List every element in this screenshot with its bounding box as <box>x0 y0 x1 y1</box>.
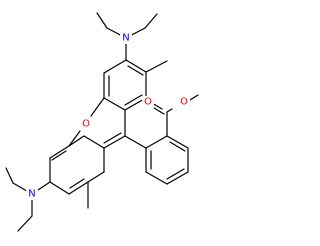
bond <box>166 135 189 149</box>
bond <box>166 108 173 113</box>
bond <box>145 60 168 73</box>
bond <box>145 171 168 185</box>
bond <box>90 97 105 117</box>
chemical-structure: N O O O N <box>5 12 199 232</box>
atom-labels: N O O O N <box>26 32 190 200</box>
bond <box>96 12 108 29</box>
oxygen-atom-ring: O <box>82 119 90 130</box>
bonds <box>5 12 199 232</box>
bond <box>17 215 33 232</box>
bond <box>127 65 144 76</box>
bond <box>68 135 85 147</box>
bond <box>145 135 168 149</box>
bond <box>103 97 126 111</box>
bond <box>125 59 147 73</box>
bond <box>69 178 85 189</box>
nitrogen-atom-bottom: N <box>28 189 35 200</box>
bond <box>153 107 165 115</box>
bond <box>124 94 143 106</box>
nitrogen-atom-top: N <box>122 33 129 44</box>
bond <box>103 59 127 74</box>
bond <box>166 168 185 180</box>
oxygen-atom-carbonyl: O <box>144 97 152 108</box>
bond <box>189 94 199 101</box>
oxygen-atom-ester: O <box>180 97 188 108</box>
bond <box>103 135 126 149</box>
bond <box>5 167 14 184</box>
bond <box>124 135 147 149</box>
bond <box>68 130 81 147</box>
bond <box>83 135 105 149</box>
bond <box>68 181 89 195</box>
bond <box>166 171 189 185</box>
bond <box>51 150 67 161</box>
bond <box>144 13 158 29</box>
bond <box>49 181 70 195</box>
bond <box>103 132 122 144</box>
bond <box>87 171 105 183</box>
bond <box>49 145 70 159</box>
bond <box>169 141 186 152</box>
